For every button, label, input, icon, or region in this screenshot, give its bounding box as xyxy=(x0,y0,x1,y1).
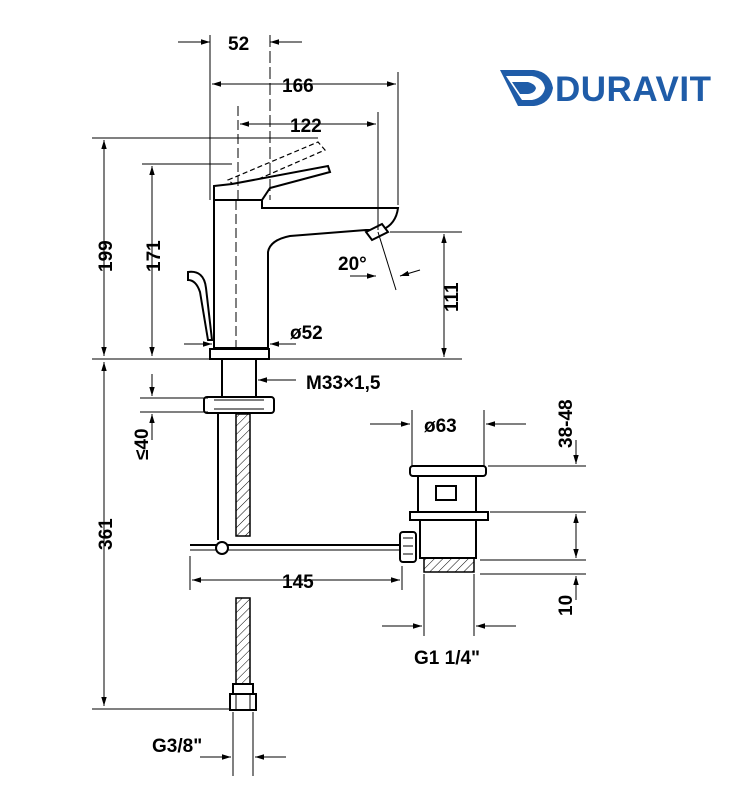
dim-total-height: 199 xyxy=(96,240,117,272)
lever-raised-outline xyxy=(226,141,326,189)
dim-counter-range: 38-48 xyxy=(556,399,577,448)
waste-body-lower xyxy=(419,519,477,559)
rod-clip xyxy=(215,541,229,555)
waste-flange xyxy=(409,511,489,521)
supply-hose-upper xyxy=(235,413,251,537)
dim-thread: M33×1,5 xyxy=(306,373,381,394)
dim-supply-length: 361 xyxy=(96,518,117,550)
dimension-lines xyxy=(92,35,586,776)
dim-spout-reach: 122 xyxy=(290,116,322,137)
dim-waste-diameter: ø63 xyxy=(424,416,457,437)
waste-thread xyxy=(423,557,475,573)
spout xyxy=(213,199,400,349)
dim-waste-thread: G1 1/4" xyxy=(414,648,480,669)
dim-total-reach: 166 xyxy=(282,76,314,97)
brand-name: DURAVIT xyxy=(555,70,711,109)
duravit-d-icon xyxy=(500,70,553,106)
dim-spout-height: 111 xyxy=(442,282,463,312)
faucet-body xyxy=(187,141,417,711)
fixing-nut xyxy=(203,396,275,414)
dim-rod-length: 145 xyxy=(282,572,314,593)
dim-body-diameter: ø52 xyxy=(290,323,323,344)
threaded-shank xyxy=(221,358,257,398)
dim-counter-thickness: ≤40 xyxy=(132,428,153,460)
pop-up-pull-rod xyxy=(187,270,214,341)
supply-hose-lower xyxy=(235,597,251,685)
dimension-labels: 52 166 122 199 171 20° 111 ø52 M33×1,5 ≤… xyxy=(96,34,577,757)
dim-body-height: 171 xyxy=(144,240,165,272)
dim-waste-thread-length: 10 xyxy=(556,595,577,616)
rod-connector xyxy=(399,531,417,563)
waste-valve xyxy=(409,465,489,573)
dim-hose-thread: G3/8" xyxy=(152,736,202,757)
dim-spout-angle: 20° xyxy=(338,254,367,275)
brand-logo: DURAVIT xyxy=(500,70,711,109)
waste-cap xyxy=(409,465,487,477)
base-plate xyxy=(209,348,270,360)
aerator xyxy=(364,222,390,242)
dim-spout-base-width: 52 xyxy=(228,34,249,55)
hose-nut xyxy=(229,693,257,711)
